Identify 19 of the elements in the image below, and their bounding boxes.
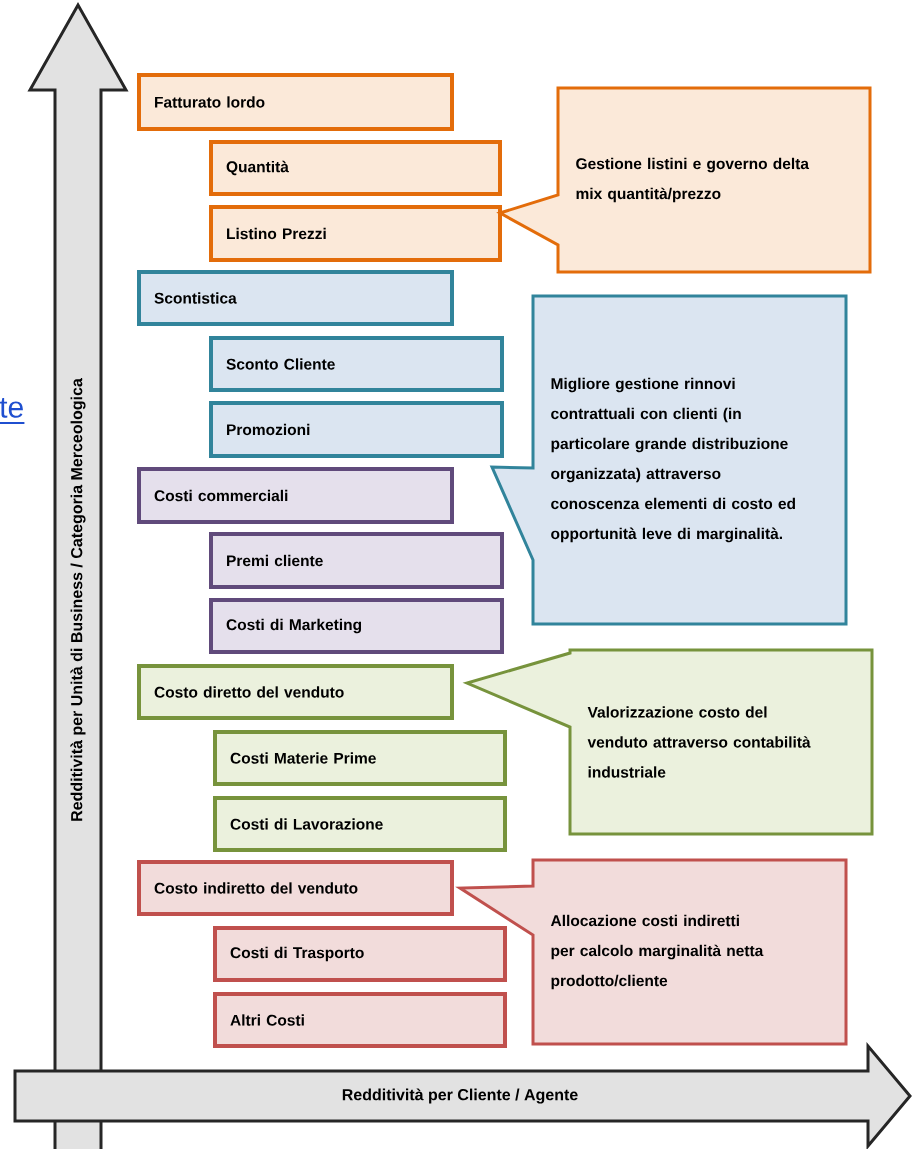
item-box: Costi di Trasporto <box>213 926 507 982</box>
item-box: Altri Costi <box>213 992 507 1048</box>
item-box: Costi Materie Prime <box>213 730 507 786</box>
callout: Allocazione costi indiretti per calcolo marginalità netta prodotto/cliente <box>455 858 848 1046</box>
callout: Valorizzazione costo del venduto attraverso contabilità industriale <box>462 648 874 836</box>
item-box: Costi di Lavorazione <box>213 796 507 852</box>
item-box: Premi cliente <box>209 532 504 589</box>
category-box: Costi commerciali <box>137 467 454 524</box>
callout: Migliore gestione rinnovi contrattuali con clienti (in particolare grande distribuzione organizzata) attraverso conoscenza elementi di costo ed opportunità leve di marginalità. <box>489 294 848 626</box>
category-box: Costo diretto del venduto <box>137 664 454 720</box>
category-box: Costo indiretto del venduto <box>137 860 454 916</box>
category-box: Scontistica <box>137 270 454 326</box>
item-box: Listino Prezzi <box>209 205 502 262</box>
category-box: Fatturato lordo <box>137 73 454 131</box>
callout: Gestione listini e governo delta mix quantità/prezzo <box>496 86 872 274</box>
item-box: Costi di Marketing <box>209 598 504 654</box>
item-box: Promozioni <box>209 401 504 458</box>
item-box: Sconto Cliente <box>209 336 504 392</box>
item-box: Quantità <box>209 140 502 196</box>
